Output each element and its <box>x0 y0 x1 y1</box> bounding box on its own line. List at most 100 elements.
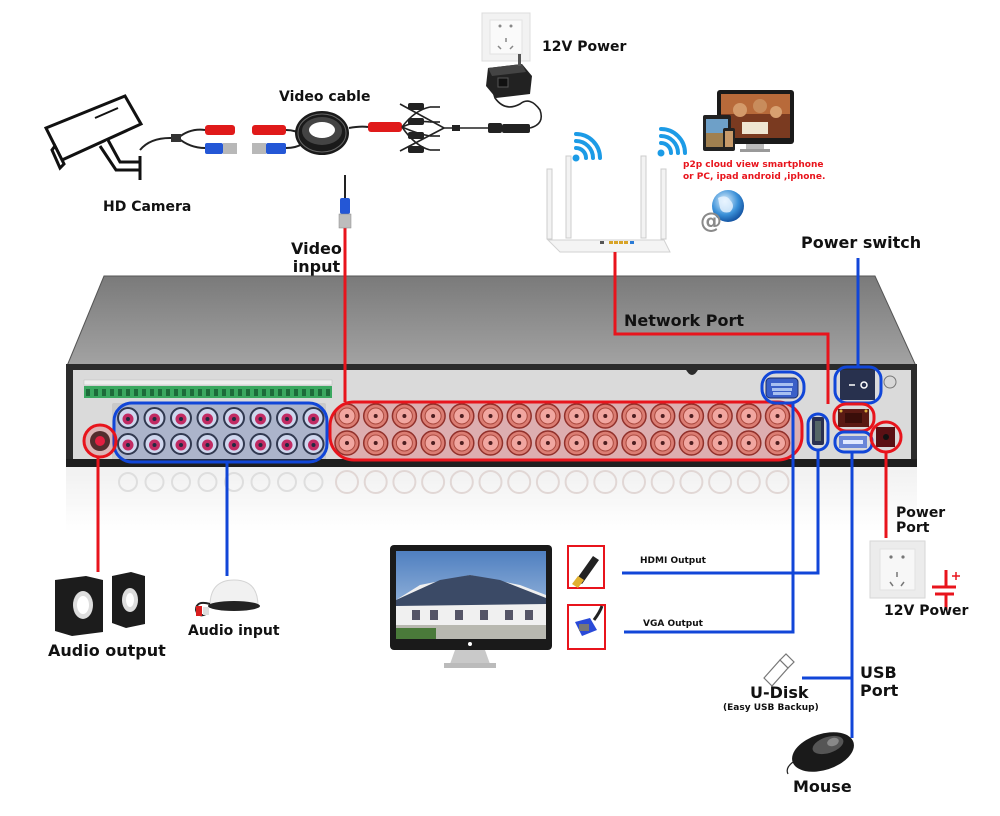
power-adapter-icon <box>486 54 532 98</box>
audio-input-port[interactable] <box>143 407 166 429</box>
video-input-port[interactable] <box>334 430 360 456</box>
speakers-icon <box>55 572 145 636</box>
video-input-port[interactable] <box>506 403 532 429</box>
vga-cable-icon <box>567 604 606 650</box>
dvr-recorder <box>66 275 917 467</box>
video-input-port[interactable] <box>449 403 475 429</box>
video-input-port[interactable] <box>621 430 647 456</box>
video-input-port[interactable] <box>678 430 705 456</box>
video-input-port[interactable] <box>334 403 360 429</box>
video-input-port[interactable] <box>621 403 647 429</box>
video-input-port[interactable] <box>535 403 561 429</box>
video-input-port[interactable] <box>563 403 590 429</box>
video-input-label-line1: Video <box>291 239 342 258</box>
router-icon <box>546 155 671 253</box>
reflection-port <box>392 470 417 494</box>
wifi-icon-right <box>657 127 687 157</box>
audio-input-port[interactable] <box>302 407 325 429</box>
dc-power-symbol-icon <box>932 570 960 610</box>
devices-icon <box>703 90 794 152</box>
audio-input-port[interactable] <box>249 407 272 429</box>
video-input-port[interactable] <box>362 403 389 429</box>
video-input-port[interactable] <box>420 403 446 429</box>
video-input-port[interactable] <box>649 403 676 429</box>
audio-input-port[interactable] <box>117 433 139 455</box>
video-input-port[interactable] <box>535 430 561 456</box>
video-cable-label: Video cable <box>279 89 371 105</box>
reflection-port <box>478 470 503 494</box>
audio-input-port[interactable] <box>143 433 166 455</box>
audio-input-port[interactable] <box>302 433 325 455</box>
video-input-port[interactable] <box>707 403 733 429</box>
hdmi-output-label: HDMI Output <box>640 556 706 566</box>
wifi-icon-left <box>572 132 602 162</box>
audio-input-port[interactable] <box>223 433 245 455</box>
video-input-label-line2: input <box>292 256 341 276</box>
vga-port-highlight <box>760 370 806 405</box>
video-input-port[interactable] <box>391 403 418 429</box>
power-port-label-line2: Port <box>896 520 930 537</box>
reflection-port <box>421 470 446 494</box>
svg-text:@: @ <box>700 209 722 234</box>
audio-input-port[interactable] <box>276 407 298 429</box>
video-input-port[interactable] <box>592 403 619 429</box>
video-input-port[interactable] <box>707 430 733 456</box>
video-input-port[interactable] <box>736 430 762 456</box>
connection-lines <box>96 175 888 738</box>
video-input-port[interactable] <box>592 430 619 456</box>
audio-input-port[interactable] <box>223 407 245 429</box>
wall-outlet-top-icon <box>481 12 531 62</box>
video-input-port[interactable] <box>678 403 705 429</box>
video-input-label: Video input <box>291 240 342 275</box>
usb-port-label-line2: Port <box>860 680 899 700</box>
video-input-port[interactable] <box>362 430 389 456</box>
usb-stick-icon <box>763 653 795 687</box>
reflection-port <box>564 470 589 494</box>
video-input-port[interactable] <box>477 430 504 456</box>
udisk-label: U-Disk <box>750 683 809 702</box>
audio-input-port[interactable] <box>196 407 219 429</box>
audio-output-label: Audio output <box>48 641 166 660</box>
reflection-port <box>765 470 790 494</box>
video-input-port[interactable] <box>477 403 504 429</box>
video-input-port[interactable] <box>420 430 446 456</box>
audio-input-port[interactable] <box>249 433 272 455</box>
reflection-port <box>449 470 474 494</box>
reflection-port <box>144 472 165 492</box>
reflection-port <box>335 470 359 494</box>
audio-input-port[interactable] <box>170 433 192 455</box>
reflection-port <box>118 472 138 492</box>
video-input-highlight <box>328 400 804 462</box>
p2p-cloud-label: p2p cloud view smartphone or PC, ipad an… <box>683 159 825 183</box>
network-port-label: Network Port <box>624 311 745 330</box>
reflection-port <box>650 470 675 494</box>
audio-input-port[interactable] <box>117 407 139 429</box>
video-input-port[interactable] <box>764 403 791 429</box>
video-cable-coil-icon <box>295 111 349 155</box>
dvr-reflection <box>66 467 917 532</box>
audio-input-port[interactable] <box>276 433 298 455</box>
wall-outlet-bottom-icon <box>869 540 926 599</box>
reflection-port <box>708 470 733 494</box>
p2p-cloud-label-line2: or PC, ipad android ,iphone. <box>683 172 826 183</box>
video-input-port[interactable] <box>506 430 532 456</box>
video-input-port[interactable] <box>736 403 762 429</box>
reflection-port <box>250 472 271 492</box>
audio-input-port[interactable] <box>170 407 192 429</box>
video-input-port[interactable] <box>649 430 676 456</box>
reflection-port <box>679 470 704 494</box>
reflection-port <box>171 472 191 492</box>
globe-internet-icon: @ <box>700 190 744 234</box>
video-input-ports <box>334 403 791 456</box>
audio-input-label: Audio input <box>188 623 280 639</box>
hd-camera-label: HD Camera <box>103 199 192 215</box>
video-input-port[interactable] <box>391 430 418 456</box>
audio-input-port[interactable] <box>196 433 219 455</box>
video-input-port[interactable] <box>449 430 475 456</box>
p2p-cloud-label-line1: p2p cloud view smartphone <box>683 160 824 170</box>
video-input-port[interactable] <box>563 430 590 456</box>
wall-power-label: 12V Power <box>884 603 969 619</box>
video-input-port[interactable] <box>764 430 791 456</box>
mouse-label: Mouse <box>793 777 852 796</box>
